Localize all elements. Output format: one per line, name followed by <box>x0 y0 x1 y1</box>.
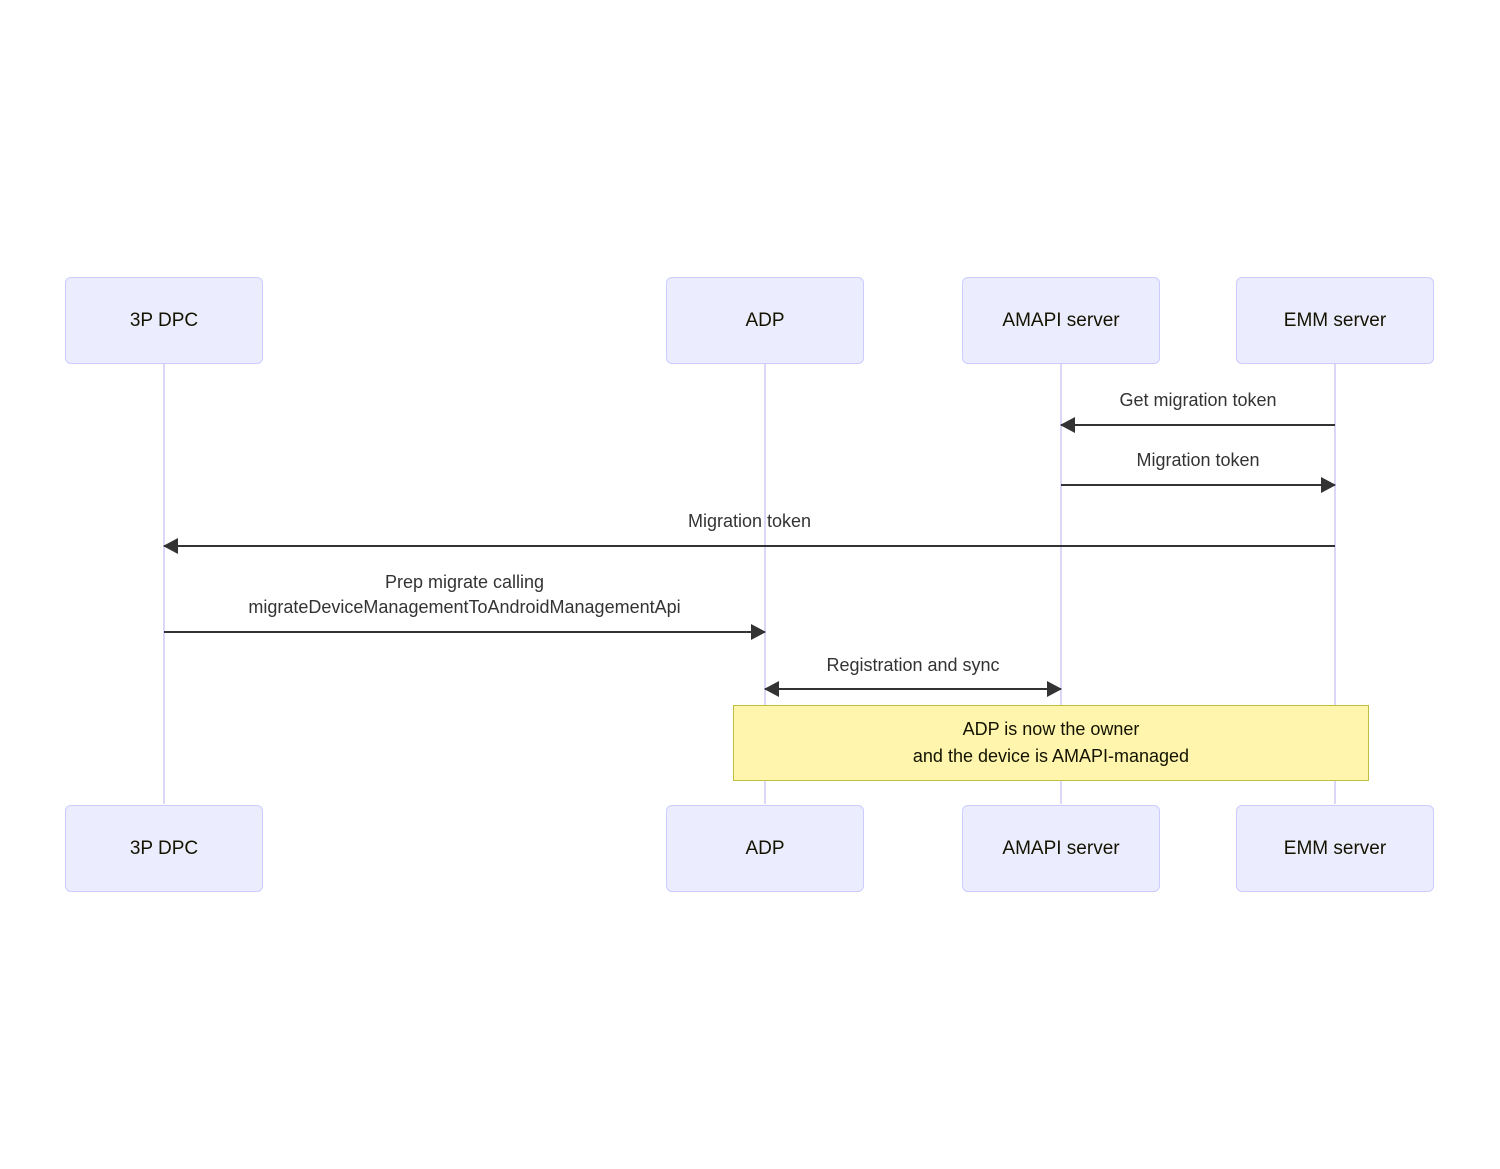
lifeline-3p-dpc <box>163 364 165 804</box>
message-label-registration-and-sync: Registration and sync <box>826 655 1000 675</box>
message-label-get-migration-token: Get migration token <box>1119 390 1277 410</box>
arrow-head-left <box>1060 417 1075 433</box>
arrow-line <box>1061 484 1335 486</box>
note-adp-owner: ADP is now the owner and the device is A… <box>733 705 1369 781</box>
message-label-migration-token-emm-dpc: Migration token <box>687 511 812 531</box>
lifeline-emm-server <box>1334 364 1336 804</box>
arrow-line <box>164 545 1335 547</box>
participant-top-3p-dpc[interactable]: 3P DPC <box>65 277 263 364</box>
note-text: ADP is now the owner and the device is A… <box>912 719 1190 766</box>
lifeline-amapi-server <box>1060 364 1062 804</box>
arrow-line <box>765 688 1061 690</box>
participant-top-amapi-server[interactable]: AMAPI server <box>962 277 1160 364</box>
participant-bottom-emm-server[interactable]: EMM server <box>1236 805 1434 892</box>
arrow-head-right <box>1321 477 1336 493</box>
participant-label: ADP <box>745 309 785 331</box>
participant-label: EMM server <box>1283 309 1387 331</box>
lifeline-adp <box>764 364 766 804</box>
arrow-head-left <box>163 538 178 554</box>
participant-top-adp[interactable]: ADP <box>666 277 864 364</box>
arrow-head-right <box>751 624 766 640</box>
participant-top-emm-server[interactable]: EMM server <box>1236 277 1434 364</box>
participant-bottom-amapi-server[interactable]: AMAPI server <box>962 805 1160 892</box>
arrow-head-right <box>1047 681 1062 697</box>
message-label-migration-token-amapi-emm: Migration token <box>1136 450 1260 470</box>
participant-label: ADP <box>745 837 785 859</box>
arrow-head-left <box>764 681 779 697</box>
participant-bottom-adp[interactable]: ADP <box>666 805 864 892</box>
arrow-line <box>164 631 765 633</box>
participant-label: 3P DPC <box>129 837 199 859</box>
participant-label: AMAPI server <box>1002 309 1120 331</box>
arrow-line <box>1061 424 1335 426</box>
participant-label: EMM server <box>1283 837 1387 859</box>
participant-label: 3P DPC <box>129 309 199 331</box>
participant-bottom-3p-dpc[interactable]: 3P DPC <box>65 805 263 892</box>
message-label-prep-migrate: Prep migrate calling migrateDeviceManage… <box>248 572 681 617</box>
participant-label: AMAPI server <box>1002 837 1120 859</box>
